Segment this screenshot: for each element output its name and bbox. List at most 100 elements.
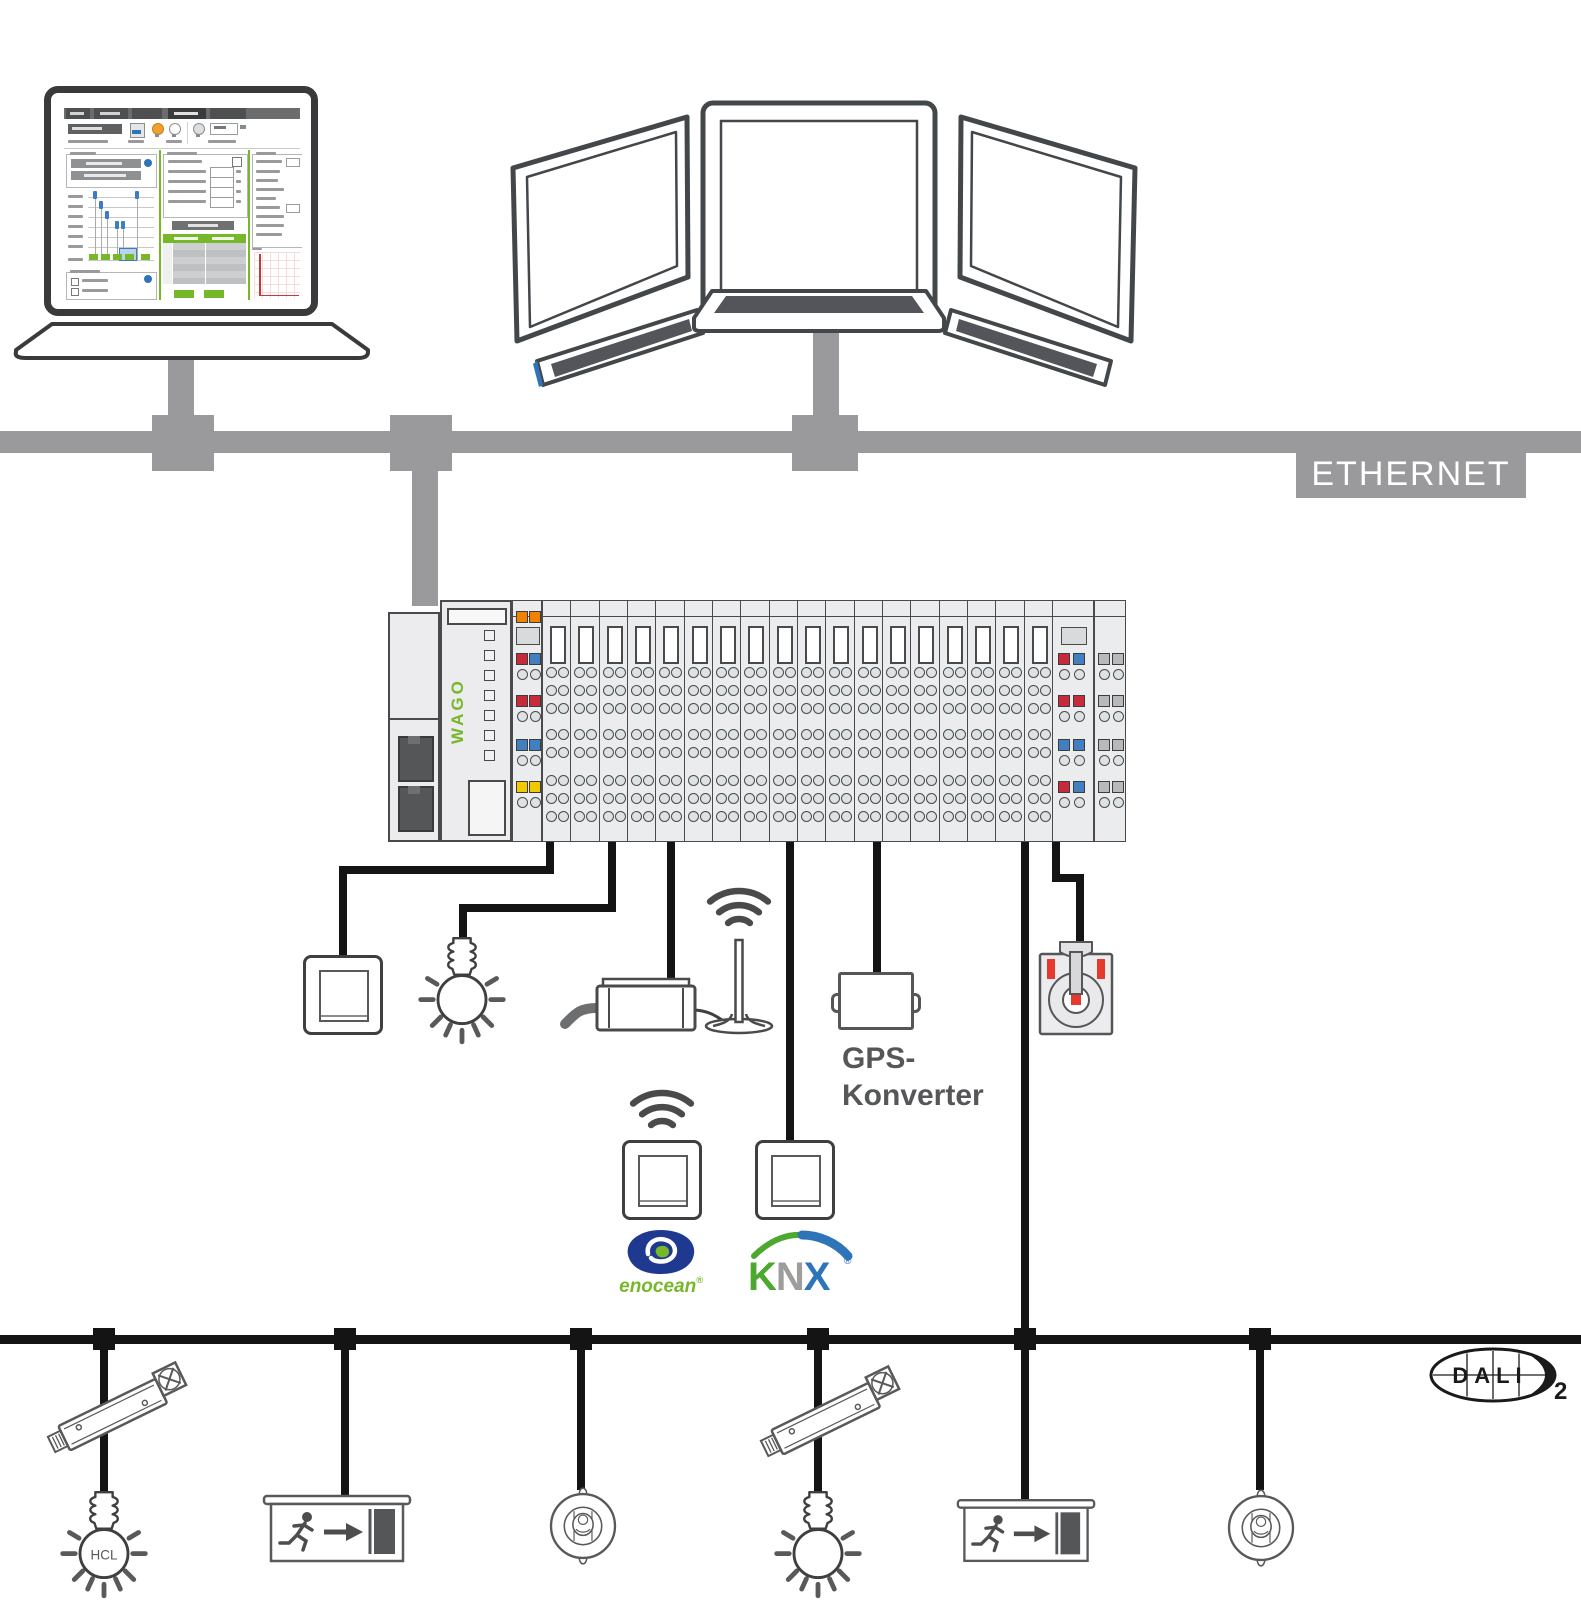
terminal-contact [1039,747,1051,758]
terminal-contact [841,775,853,786]
module-top-strip [713,601,741,617]
terminal-contact [784,667,796,678]
terminal-contact [926,793,938,804]
end-module [1052,600,1094,842]
terminal-contact [586,747,598,758]
terminal-contact [926,667,938,678]
terminal-contact [857,703,869,714]
terminal-contact [784,703,796,714]
override-panel [66,272,157,300]
terminal-contact [869,793,881,804]
terminal-contact [687,793,699,804]
dali-junction-node [93,1328,115,1350]
svg-text:enocean®: enocean® [619,1275,703,1297]
terminal-contact [574,685,586,696]
terminal-contact [659,811,671,822]
terminal-contact [914,703,926,714]
terminal-contact [869,775,881,786]
terminal-contact [983,775,994,786]
cpu-label-window [447,608,507,625]
terminal-contact [898,793,909,804]
cable-segment [339,866,347,958]
module-label-holder [890,626,906,664]
terminal-contact [886,811,897,822]
terminal-contact [898,775,909,786]
terminal-contact [784,685,796,696]
module-top-strip [628,601,656,617]
red-marker [1047,959,1055,979]
status-led [1098,653,1110,665]
io-module [853,600,884,842]
terminal-contact [602,667,614,678]
terminal-contact [631,729,642,740]
help-icon [144,275,152,283]
cable-segment [873,842,881,976]
terminal-contact [1011,775,1023,786]
terminal-contact [942,667,954,678]
keyboard-edge [533,361,543,387]
module-label-holder [550,626,566,664]
terminal-contact [898,685,909,696]
terminal-contact [942,729,954,740]
terminal-contact [857,793,869,804]
signal-chart [66,190,155,266]
terminal-contact [898,811,909,822]
ethernet-port-icon [398,736,434,782]
module-top-strip [939,601,968,617]
switch-rocker [638,1155,688,1207]
dali-junction-node [570,1328,592,1350]
terminal-contact [546,703,557,714]
terminal-contact [954,775,966,786]
status-led [484,730,495,741]
terminal-contact [813,775,824,786]
emergency-exit-icon [262,1494,412,1563]
terminal-contact [954,729,966,740]
terminal-contact [999,775,1011,786]
module-top-strip [543,601,571,617]
enocean-logo: enocean® [619,1230,703,1297]
terminal-contact [756,747,768,758]
monitor-icon [510,114,705,387]
module-label-holder [720,626,736,664]
ethernet-junction [152,415,214,471]
module-top-strip [854,601,883,617]
terminal-contact [1011,685,1023,696]
checkbox-icon [232,157,242,167]
status-led [516,611,528,623]
table-header [163,234,246,243]
terminal-contact [1098,755,1110,766]
terminal-contact [801,775,812,786]
terminal-contact [728,747,739,758]
terminal-contact [516,755,528,766]
terminal-contact [643,729,654,740]
terminal-contact [558,775,569,786]
terminal-contact [1011,811,1023,822]
module-label-holder [606,626,623,664]
module-top-strip [826,601,855,617]
terminal-contact [886,775,897,786]
terminal-contact [1074,669,1085,680]
terminal-contact [1011,703,1023,714]
terminal-contact [898,667,909,678]
terminal-contact [869,685,881,696]
cpu-service-flap [468,780,506,836]
cable-tail [560,1003,602,1029]
status-led [529,781,541,793]
terminal-contact [801,811,812,822]
terminal-contact [744,793,756,804]
terminal-contact [728,685,739,696]
presence-detector-icon [549,1487,617,1565]
terminal-contact [687,747,699,758]
terminal-contact [1112,797,1124,808]
dim-curve-chart [254,252,300,298]
io-module [655,600,686,842]
terminal-contact [926,729,938,740]
terminal-contact [529,669,541,680]
cable-segment [341,1344,349,1500]
mounting-tab [831,993,841,1013]
terminal-contact [999,685,1011,696]
terminal-contact [926,775,938,786]
io-module [825,600,856,842]
terminal-contact [614,667,626,678]
terminal-contact [643,685,654,696]
